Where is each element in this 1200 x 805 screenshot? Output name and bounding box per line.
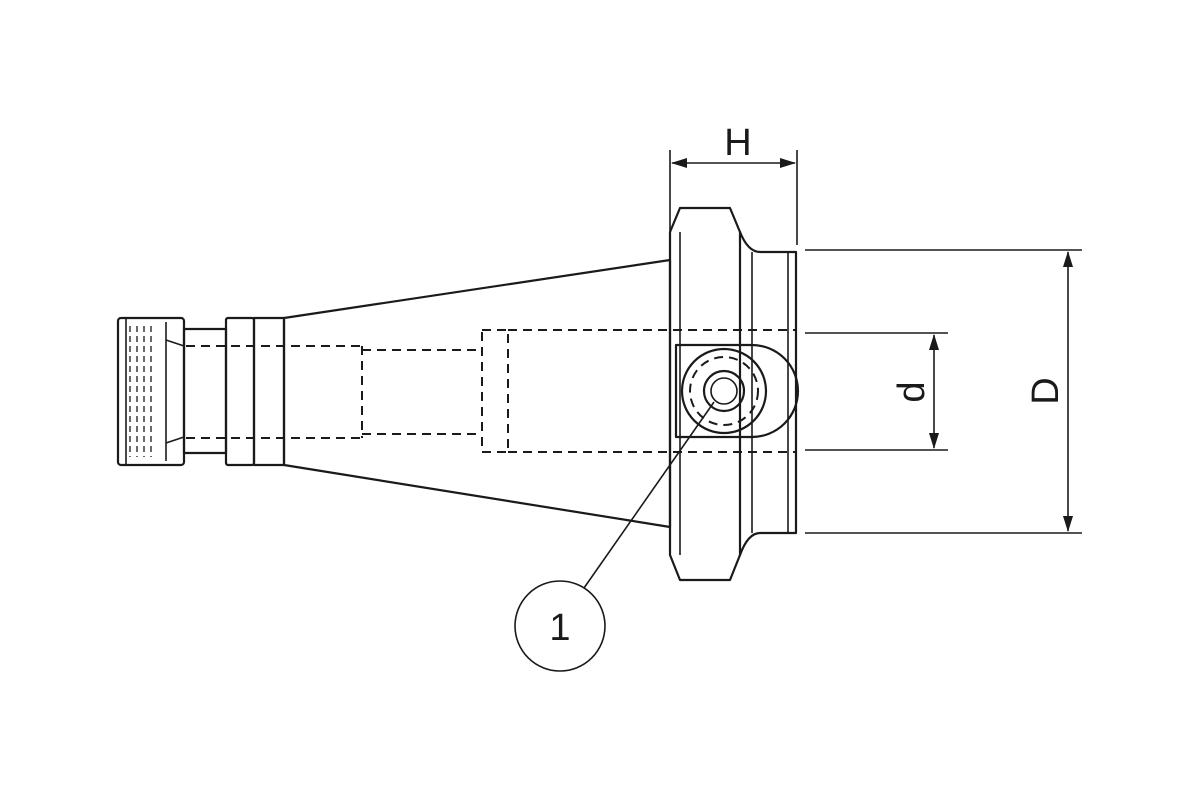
drive-screw bbox=[674, 343, 800, 439]
dimension-d-outer: D bbox=[805, 249, 1082, 534]
internal-bore-hidden-lines bbox=[186, 329, 796, 453]
neck-section bbox=[182, 316, 286, 467]
callout-1: 1 bbox=[514, 401, 715, 672]
flange bbox=[668, 206, 798, 582]
dimension-h-label: H bbox=[724, 122, 751, 164]
dimension-d-bore-label: d bbox=[891, 381, 933, 402]
callout-1-number: 1 bbox=[549, 607, 570, 649]
dimension-d-outer-label: D bbox=[1025, 377, 1067, 404]
dimension-h: H bbox=[669, 122, 798, 245]
taper-cone bbox=[282, 258, 672, 529]
dimension-d-bore: d bbox=[805, 332, 948, 451]
collet-nut bbox=[116, 316, 186, 467]
